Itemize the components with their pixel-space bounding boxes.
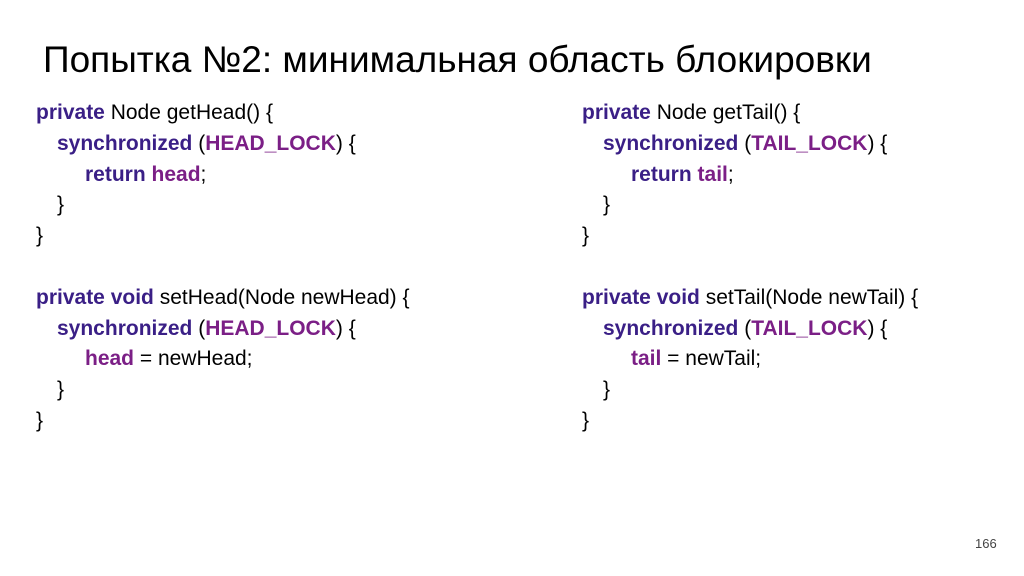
code-text: ; bbox=[200, 162, 207, 186]
code-text: } bbox=[36, 408, 44, 432]
code-identifier: head bbox=[85, 347, 135, 371]
code-line: } bbox=[582, 406, 918, 437]
code-line: } bbox=[36, 190, 410, 221]
code-keyword: private bbox=[582, 101, 651, 124]
code-identifier: tail bbox=[631, 347, 662, 371]
code-text: = newHead; bbox=[134, 347, 253, 371]
code-text: ) { bbox=[335, 316, 356, 340]
code-identifier: head bbox=[151, 162, 201, 186]
code-identifier: TAIL_LOCK bbox=[751, 316, 868, 340]
code-text: } bbox=[57, 378, 65, 402]
code-text: } bbox=[36, 224, 44, 248]
code-text: = newTail; bbox=[661, 347, 762, 371]
code-text: ( bbox=[738, 131, 752, 155]
code-text: ( bbox=[192, 316, 206, 340]
code-line: synchronized (HEAD_LOCK) { bbox=[36, 314, 410, 345]
code-text: ) { bbox=[867, 131, 888, 155]
code-line: private Node getTail() { bbox=[582, 98, 918, 129]
code-block-right: private Node getTail() {synchronized (TA… bbox=[582, 98, 918, 437]
code-line: head = newHead; bbox=[36, 344, 410, 375]
code-text: } bbox=[57, 193, 65, 217]
code-block-left: private Node getHead() {synchronized (HE… bbox=[36, 98, 410, 437]
code-line: synchronized (TAIL_LOCK) { bbox=[582, 314, 918, 345]
code-line: private void setTail(Node newTail) { bbox=[582, 283, 918, 314]
slide-title: Попытка №2: минимальная область блокиров… bbox=[43, 39, 872, 80]
code-text: } bbox=[582, 408, 590, 432]
code-text: ) { bbox=[335, 131, 356, 155]
code-identifier: HEAD_LOCK bbox=[205, 131, 336, 155]
code-text: Node getTail() { bbox=[650, 101, 801, 124]
code-keyword: private void bbox=[36, 285, 154, 309]
code-line: } bbox=[36, 375, 410, 406]
code-line: } bbox=[582, 221, 918, 252]
code-line: return tail; bbox=[582, 160, 918, 191]
code-text: ; bbox=[727, 162, 734, 186]
code-keyword: synchronized bbox=[57, 131, 193, 155]
code-keyword: private bbox=[36, 101, 105, 124]
code-line bbox=[582, 252, 918, 283]
code-text: Node getHead() { bbox=[104, 101, 273, 124]
code-identifier: HEAD_LOCK bbox=[205, 316, 336, 340]
code-text: ( bbox=[738, 316, 752, 340]
code-keyword: private void bbox=[582, 285, 700, 309]
code-line: private Node getHead() { bbox=[36, 98, 410, 129]
page-number: 166 bbox=[975, 536, 997, 551]
code-line: } bbox=[582, 375, 918, 406]
code-line: } bbox=[582, 190, 918, 221]
code-line: return head; bbox=[36, 160, 410, 191]
code-keyword: synchronized bbox=[57, 316, 193, 340]
code-keyword: return bbox=[85, 162, 146, 186]
code-text: setHead(Node newHead) { bbox=[153, 285, 410, 309]
code-line: } bbox=[36, 406, 410, 437]
code-keyword: synchronized bbox=[603, 316, 739, 340]
code-line bbox=[36, 252, 410, 283]
code-line: synchronized (HEAD_LOCK) { bbox=[36, 129, 410, 160]
code-text: } bbox=[582, 224, 590, 248]
code-text: ) { bbox=[867, 316, 888, 340]
code-text: ( bbox=[192, 131, 206, 155]
code-line: private void setHead(Node newHead) { bbox=[36, 283, 410, 314]
code-identifier: TAIL_LOCK bbox=[751, 131, 868, 155]
code-keyword: return bbox=[631, 162, 692, 186]
code-line: tail = newTail; bbox=[582, 344, 918, 375]
code-line: synchronized (TAIL_LOCK) { bbox=[582, 129, 918, 160]
code-keyword: synchronized bbox=[603, 131, 739, 155]
code-text: } bbox=[603, 193, 611, 217]
code-identifier: tail bbox=[697, 162, 728, 186]
code-text: setTail(Node newTail) { bbox=[699, 285, 919, 309]
code-line: } bbox=[36, 221, 410, 252]
code-text: } bbox=[603, 378, 611, 402]
